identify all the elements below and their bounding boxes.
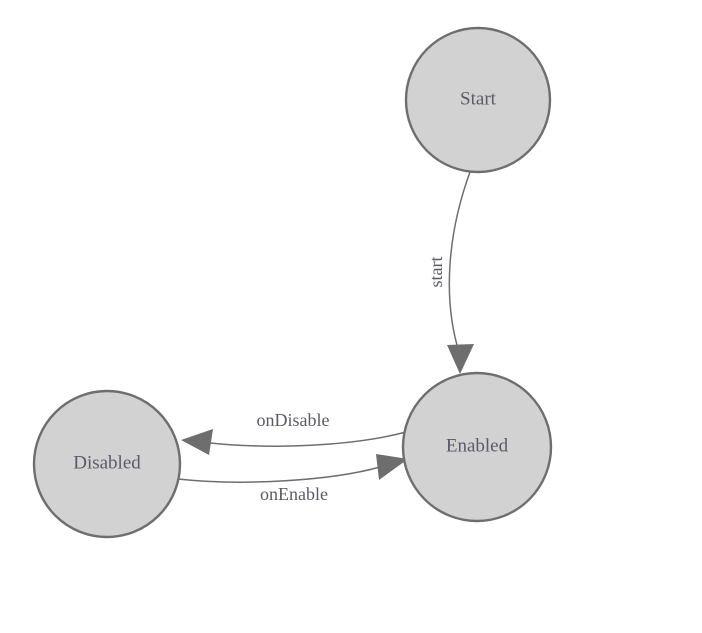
- edge-enabled-to-disabled-path: [209, 431, 407, 447]
- edge-enabled-to-disabled[interactable]: onDisable: [181, 410, 407, 455]
- state-node-disabled[interactable]: Disabled: [32, 389, 182, 539]
- arrowhead-into-enabled-left: [376, 454, 408, 480]
- state-node-enabled-label: Enabled: [446, 435, 509, 456]
- arrowhead-into-enabled-top: [447, 344, 474, 374]
- edge-start-to-enabled[interactable]: start: [426, 171, 474, 374]
- edge-start-to-enabled-path: [448, 171, 471, 353]
- state-node-enabled-circle: [401, 371, 553, 523]
- edge-label-on-disable: onDisable: [257, 410, 330, 430]
- arrowhead-into-disabled: [181, 429, 213, 455]
- edge-label-on-enable: onEnable: [260, 484, 328, 504]
- state-node-start[interactable]: Start: [404, 26, 552, 174]
- state-node-disabled-label: Disabled: [73, 452, 141, 473]
- state-node-enabled[interactable]: Enabled: [401, 371, 553, 523]
- edge-label-start: start: [426, 257, 446, 288]
- state-node-start-circle: [404, 26, 552, 174]
- edge-disabled-to-enabled-path: [177, 466, 381, 483]
- state-node-disabled-circle: [32, 389, 182, 539]
- state-node-start-label: Start: [460, 88, 497, 109]
- edge-disabled-to-enabled[interactable]: onEnable: [177, 454, 408, 504]
